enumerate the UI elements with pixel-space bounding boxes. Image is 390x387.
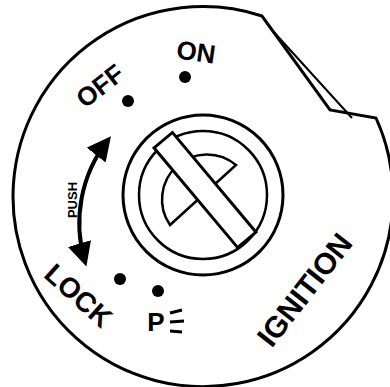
position-label: LOCK <box>39 259 117 333</box>
position-label: P <box>147 309 164 335</box>
position-label: OFF <box>72 60 129 113</box>
switch-name: IGNITION <box>252 228 358 352</box>
instruction-label: PUSH <box>66 182 79 218</box>
parking-light-symbol <box>170 310 184 332</box>
position-label: ON <box>175 36 217 67</box>
